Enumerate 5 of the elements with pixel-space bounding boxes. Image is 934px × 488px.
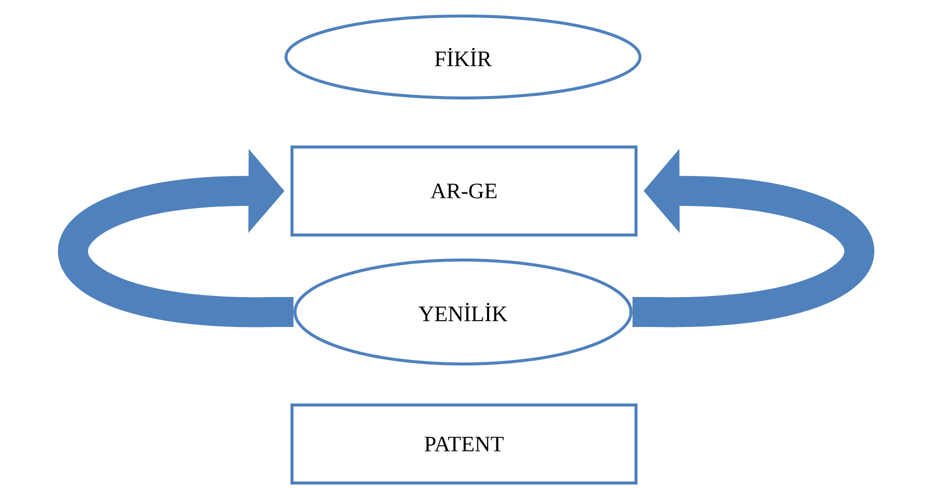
oval-node: YENİLİK [294, 258, 632, 366]
process-box: AR-GE [290, 146, 638, 236]
curved-arrow [58, 148, 294, 327]
process-box: PATENT [290, 404, 638, 484]
oval-node: FİKİR [284, 14, 642, 100]
